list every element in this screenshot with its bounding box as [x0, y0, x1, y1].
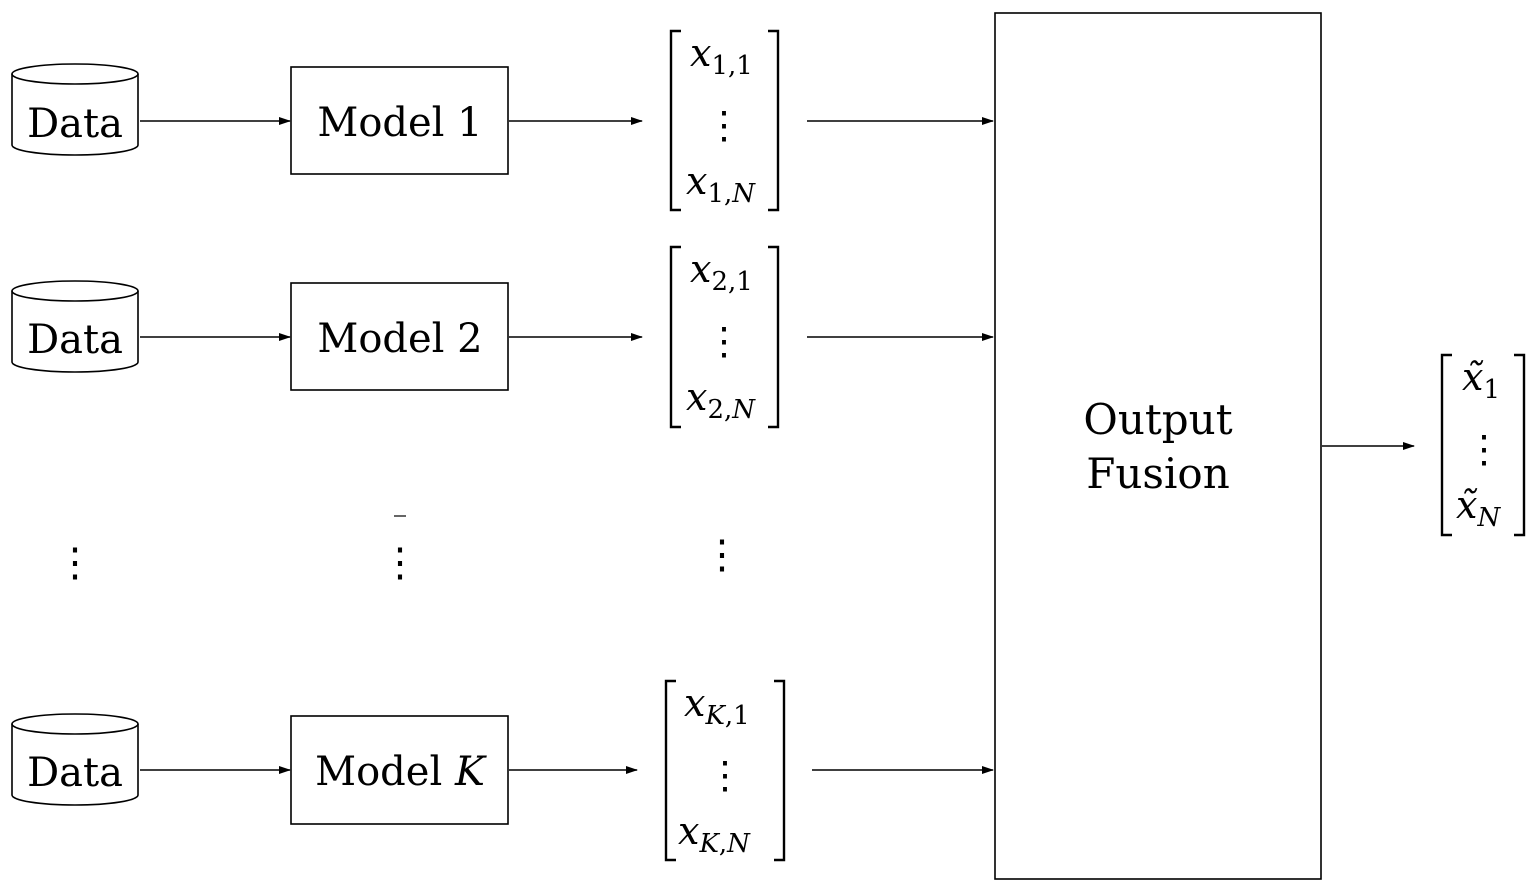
data-column-ellipsis: ⋮ [55, 540, 95, 586]
vector-1-right-bracket [768, 29, 780, 212]
vector-2-ellipsis: ⋮ [705, 319, 743, 363]
model-1-label: Model 1 [317, 100, 482, 146]
database-2: Data [11, 280, 139, 373]
model-column-ellipsis: ⋮ [380, 540, 420, 586]
model-1-box: Model 1 [290, 66, 509, 175]
row-k: Data Model K xK,1 ⋮ xK,N [11, 679, 994, 862]
vector-k-bottom-entry: xK,N [678, 809, 751, 859]
vector-1-left-bracket [669, 29, 681, 212]
data-label-k: Data [27, 750, 123, 796]
vector-2-bottom-entry: x2,N [686, 375, 756, 425]
database-1: Data [11, 63, 139, 156]
vector-1: x1,1 ⋮ x1,N [669, 29, 780, 212]
row-2: Data Model 2 x2,1 ⋮ x2,N [11, 245, 994, 429]
output-vector-top-entry: x̃1 [1462, 355, 1500, 405]
model-2-box: Model 2 [290, 282, 509, 391]
vector-2: x2,1 ⋮ x2,N [669, 245, 780, 429]
vector-1-ellipsis: ⋮ [705, 103, 743, 147]
model-2-label: Model 2 [317, 316, 482, 362]
output-vector-left-bracket [1440, 353, 1452, 537]
fusion-label-line1: Output [1083, 395, 1232, 444]
output-fusion-box: Output Fusion [994, 12, 1322, 880]
vector-k-left-bracket [664, 679, 676, 862]
vector-1-bottom-entry: x1,N [686, 159, 756, 209]
output-vector-bottom-entry: x̃N [1456, 483, 1501, 533]
vector-k-right-bracket [774, 679, 786, 862]
model-k-box: Model K [290, 715, 509, 825]
vector-k: xK,1 ⋮ xK,N [664, 679, 786, 862]
database-k: Data [11, 713, 139, 806]
output-vector: x̃1 ⋮ x̃N [1440, 353, 1526, 537]
vector-column-ellipsis: ⋮ [702, 532, 742, 578]
output-vector-right-bracket [1514, 353, 1526, 537]
vector-1-top-entry: x1,1 [690, 31, 753, 81]
data-label-1: Data [27, 101, 123, 147]
vector-k-top-entry: xK,1 [684, 681, 750, 731]
output-vector-ellipsis: ⋮ [1465, 427, 1503, 471]
vector-2-right-bracket [768, 245, 780, 429]
vector-k-ellipsis: ⋮ [706, 753, 744, 797]
vector-2-left-bracket [669, 245, 681, 429]
fusion-label-line2: Fusion [1086, 449, 1230, 498]
model-k-label: Model K [315, 749, 487, 795]
vector-2-top-entry: x2,1 [690, 247, 753, 297]
row-1: Data Model 1 x1,1 ⋮ x1,N [11, 29, 994, 212]
data-label-2: Data [27, 317, 123, 363]
